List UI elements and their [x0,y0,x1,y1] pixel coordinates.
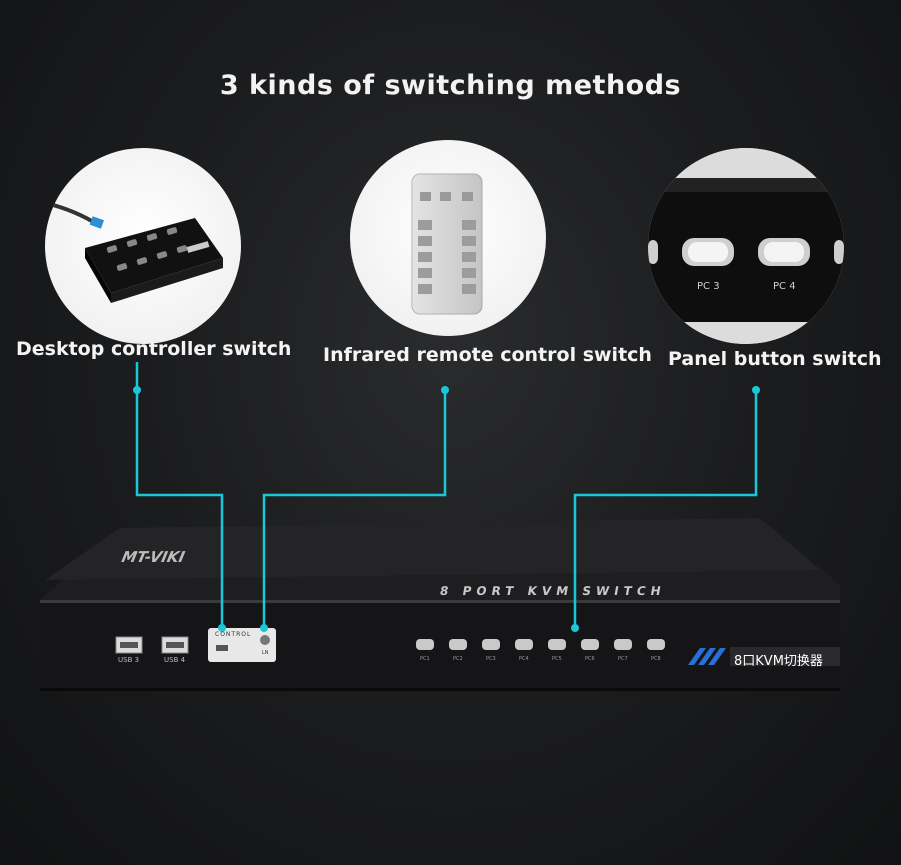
panel-button-closeup: PC 3 PC 4 [648,148,844,344]
link-indicator-label: LN [262,650,269,656]
pc-button-label: PC3 [486,656,496,662]
device-model-label: 8 PORT KVM SWITCH [438,584,667,598]
control-port-label: CONTROL [215,631,252,638]
usb-port-label: USB 4 [164,656,186,664]
panel-button-label-pc3: PC 3 [697,281,720,292]
page-title: 3 kinds of switching methods [219,70,682,101]
usb-port-label: USB 3 [118,656,140,664]
method-label-infrared-remote: Infrared remote control switch [323,344,652,366]
pc-button-label: PC1 [420,656,430,662]
panel-button-label-pc4: PC 4 [773,281,796,292]
pc-button-label: PC8 [651,656,661,662]
pc-button-label: PC6 [585,656,595,662]
brand-logo: MT-VIKI [120,548,187,566]
ir-remote-image [350,140,546,336]
model-badge: 8口KVM切换器 [734,654,823,669]
method-label-panel-button: Panel button switch [668,348,882,370]
pc-button-label: PC2 [453,656,463,662]
pc-button-label: PC7 [618,656,628,662]
method-label-desktop-controller: Desktop controller switch [16,338,292,360]
pc-button-label: PC4 [519,656,529,662]
pc-button-label: PC5 [552,656,562,662]
desktop-controller-image [45,148,241,344]
